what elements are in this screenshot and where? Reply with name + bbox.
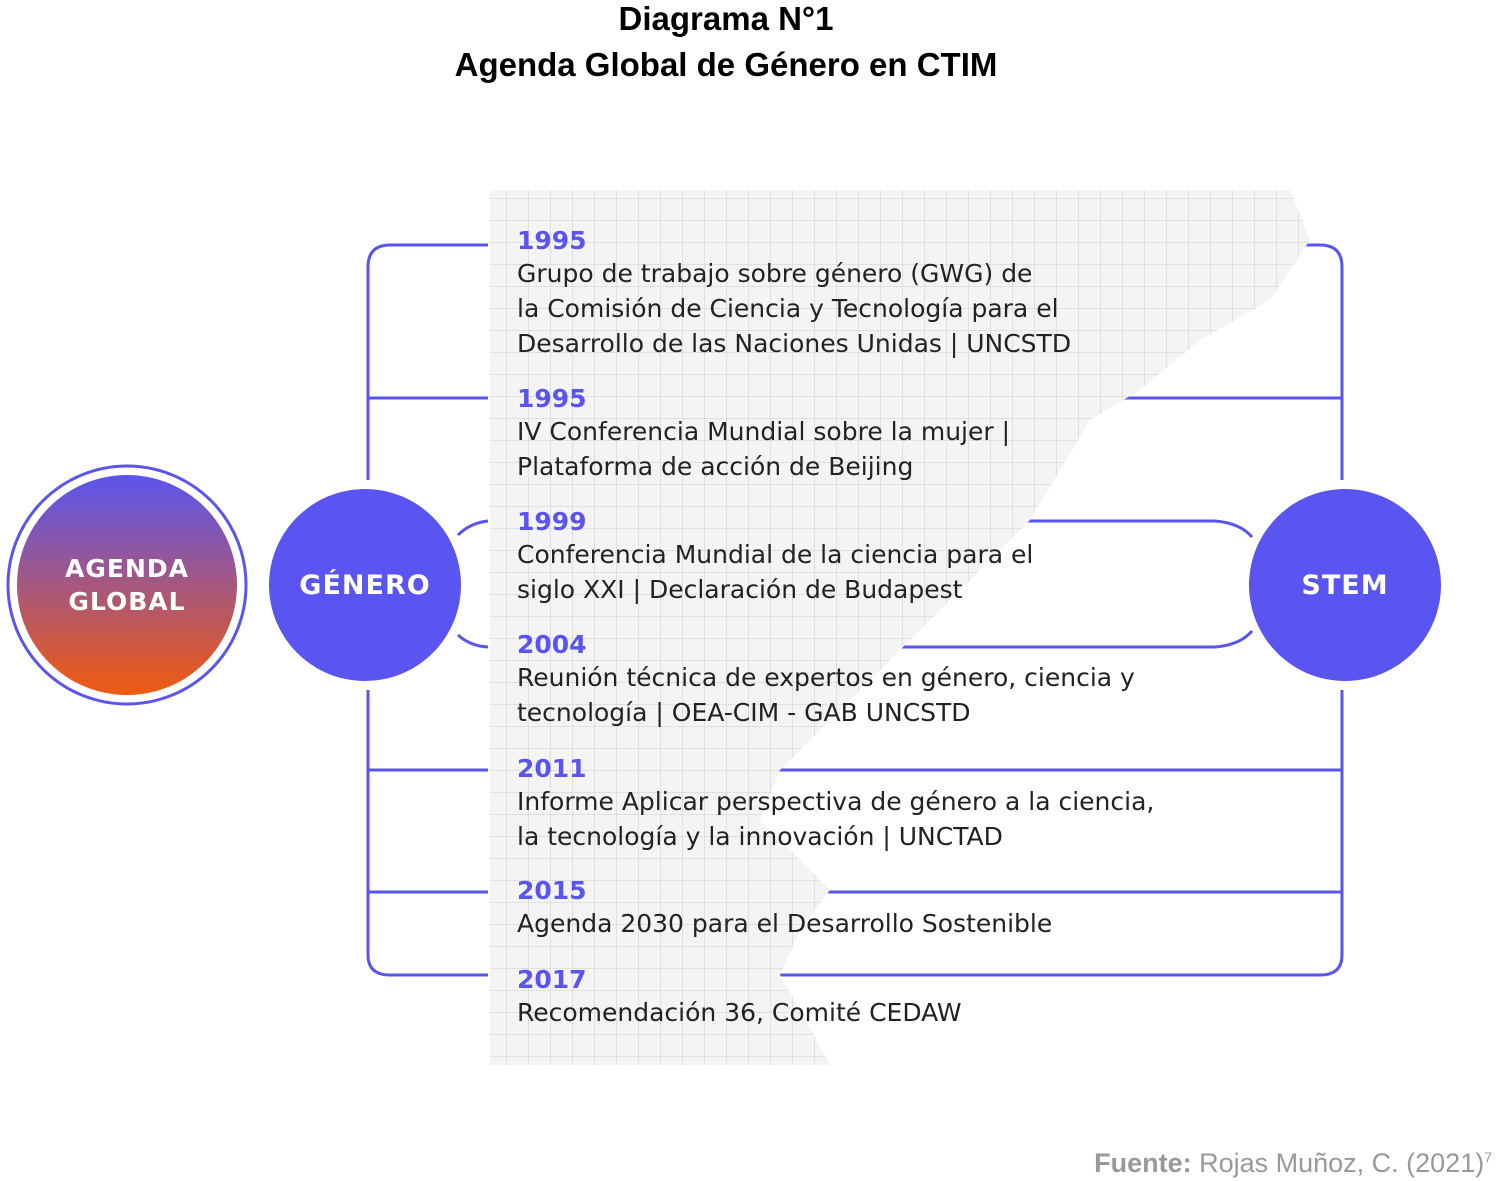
right-bracket-top bbox=[1300, 243, 1344, 480]
entry-text: la Comisión de Ciencia y Tecnología para… bbox=[517, 294, 1059, 323]
genero-label: GÉNERO bbox=[299, 569, 431, 601]
entry-text: Informe Aplicar perspectiva de género a … bbox=[517, 787, 1155, 816]
left-bracket-bottom bbox=[366, 690, 488, 977]
agenda-global-label: AGENDA GLOBAL bbox=[65, 554, 189, 616]
timeline-entry: 1995 IV Conferencia Mundial sobre la muje… bbox=[517, 384, 1010, 484]
source-label: Fuente: bbox=[1094, 1148, 1192, 1178]
agenda-global-circle bbox=[17, 475, 237, 695]
diagram-title: Agenda Global de Género en CTIM bbox=[454, 46, 998, 83]
footnote-ref: 7 bbox=[1484, 1149, 1492, 1165]
entry-text: IV Conferencia Mundial sobre la mujer | bbox=[517, 417, 1011, 446]
entry-text: Grupo de trabajo sobre género (GWG) de bbox=[517, 259, 1033, 288]
entry-year: 2004 bbox=[517, 630, 587, 659]
entry-text: tecnología | OEA-CIM - GAB UNCSTD bbox=[517, 698, 971, 727]
stem-label: STEM bbox=[1301, 569, 1389, 601]
entry-text: Desarrollo de las Naciones Unidas | UNCS… bbox=[517, 329, 1072, 358]
entry-year: 1995 bbox=[517, 226, 587, 255]
genero-circle bbox=[269, 489, 461, 681]
source-note: Fuente: Rojas Muñoz, C. (2021)7 bbox=[1094, 1148, 1492, 1179]
right-bracket-bottom bbox=[780, 690, 1344, 977]
entry-year: 2011 bbox=[517, 754, 587, 783]
entry-text: siglo XXI | Declaración de Budapest bbox=[517, 575, 963, 604]
entry-year: 1999 bbox=[517, 507, 587, 536]
entry-year: 2015 bbox=[517, 876, 587, 905]
diagram-number: Diagrama N°1 bbox=[618, 0, 834, 37]
entry-text: Plataforma de acción de Beijing bbox=[517, 452, 914, 481]
entry-text: Conferencia Mundial de la ciencia para e… bbox=[517, 540, 1034, 569]
entry-text: Reunión técnica de expertos en género, c… bbox=[517, 663, 1135, 692]
entry-text: Recomendación 36, Comité CEDAW bbox=[517, 998, 962, 1027]
entry-text: Agenda 2030 para el Desarrollo Sostenibl… bbox=[517, 909, 1053, 938]
left-bracket-top bbox=[366, 243, 488, 480]
entry-text: la tecnología y la innovación | UNCTAD bbox=[517, 822, 1003, 851]
source-text: Rojas Muñoz, C. (2021) bbox=[1191, 1148, 1485, 1178]
entry-year: 2017 bbox=[517, 965, 587, 994]
stem-circle bbox=[1249, 489, 1441, 681]
entry-year: 1995 bbox=[517, 384, 587, 413]
